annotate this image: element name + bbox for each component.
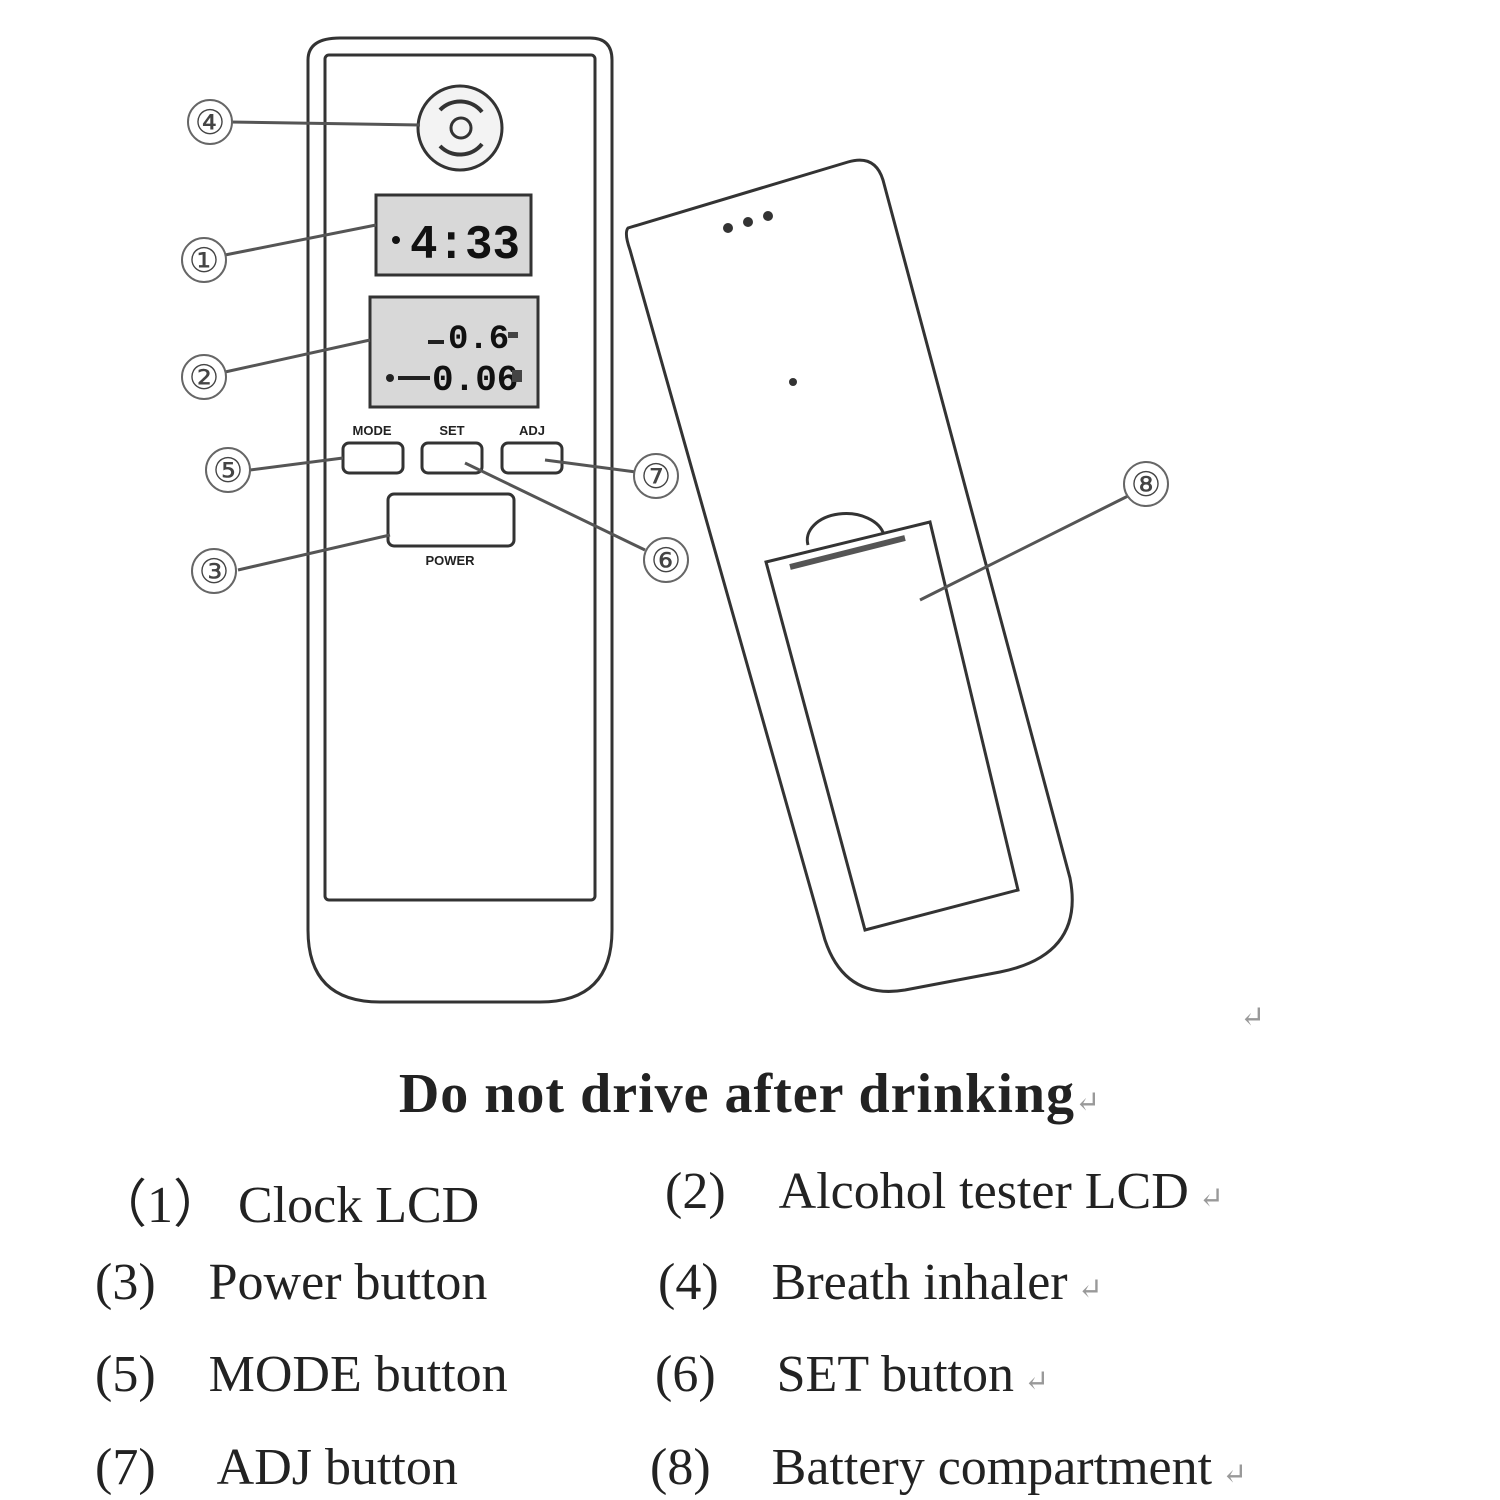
callout-4: ④ <box>195 105 225 142</box>
legend-label: Battery compartment <box>771 1439 1213 1496</box>
paragraph-mark: ↵ <box>1222 1458 1248 1491</box>
alcohol-lcd: 0.6 0.06 <box>368 295 540 409</box>
legend-num: (4) <box>658 1254 719 1311</box>
legend-num: （1） <box>95 1177 226 1234</box>
callout-7: ⑦ <box>641 459 671 496</box>
legend-num: (7) <box>95 1439 156 1496</box>
callout-3: ③ <box>199 554 229 591</box>
leader-lines <box>224 120 1129 602</box>
callout-6: ⑥ <box>651 543 681 580</box>
slogan-paragraph-mark: ↵ <box>1075 1086 1102 1119</box>
clock-lcd: 4:33 <box>374 193 533 277</box>
battery-compartment <box>764 512 1020 932</box>
device-front <box>306 36 614 1004</box>
legend-label: ADJ button <box>216 1439 458 1496</box>
paragraph-mark: ↵ <box>1240 1001 1266 1034</box>
slogan-text: Do not drive after drinking <box>398 1063 1076 1125</box>
mode-button <box>341 441 405 475</box>
legend-num: (5) <box>95 1346 156 1403</box>
callout-numbers: ④ ① ② ⑤ ⑦ ⑥ ③ ⑧ <box>189 105 1161 591</box>
paragraph-mark: ↵ <box>1024 1365 1050 1398</box>
legend-item-4: (4) Breath inhaler ↵ <box>658 1253 1103 1312</box>
legend-item-5: (5) MODE button <box>95 1345 508 1404</box>
power-button <box>386 492 516 548</box>
callout-markers <box>181 99 1169 594</box>
adj-button-label: ADJ <box>519 423 545 438</box>
legend-num: (6) <box>655 1346 716 1403</box>
legend-num: (8) <box>650 1439 711 1496</box>
legend-label: Breath inhaler <box>771 1254 1068 1311</box>
device-back <box>624 158 1074 993</box>
adj-button <box>500 441 564 475</box>
slogan-heading: Do not drive after drinking↵ <box>0 1062 1500 1126</box>
breath-inhaler <box>416 84 504 172</box>
callout-1: ① <box>189 243 219 280</box>
paragraph-mark: ↵ <box>1198 1182 1224 1215</box>
clock-lcd-value: 4:33 <box>410 219 520 273</box>
power-button-label: POWER <box>425 553 475 568</box>
breathalyzer-diagram: 4:33 0.6 0.06 MODE SET ADJ POWER <box>181 36 1169 1004</box>
legend-label: Clock LCD <box>238 1177 480 1234</box>
legend-item-6: (6) SET button ↵ <box>655 1345 1049 1404</box>
legend-num: (3) <box>95 1254 156 1311</box>
legend-item-2: (2) Alcohol tester LCD ↵ <box>665 1162 1224 1221</box>
alcohol-lcd-top-value: 0.6 <box>448 321 509 359</box>
legend-label: SET button <box>776 1346 1015 1403</box>
legend-label: Alcohol tester LCD <box>778 1163 1189 1220</box>
device-buttons: MODE SET ADJ POWER <box>341 423 564 568</box>
legend-label: Power button <box>208 1254 488 1311</box>
legend-label: MODE button <box>208 1346 508 1403</box>
alcohol-lcd-bottom-value: 0.06 <box>432 360 518 401</box>
legend-item-3: (3) Power button <box>95 1253 487 1312</box>
legend-item-8: (8) Battery compartment ↵ <box>650 1438 1247 1497</box>
legend-num: (2) <box>665 1163 726 1220</box>
legend-item-1: （1） Clock LCD <box>95 1162 479 1237</box>
legend-item-7: (7) ADJ button <box>95 1438 458 1497</box>
callout-8: ⑧ <box>1131 467 1161 504</box>
legend: （1） Clock LCD (2) Alcohol tester LCD ↵ (3… <box>0 1150 1500 1500</box>
set-button-label: SET <box>439 423 464 438</box>
mode-button-label: MODE <box>353 423 392 438</box>
paragraph-mark: ↵ <box>1077 1273 1103 1306</box>
callout-5: ⑤ <box>213 453 243 490</box>
callout-2: ② <box>189 360 219 397</box>
